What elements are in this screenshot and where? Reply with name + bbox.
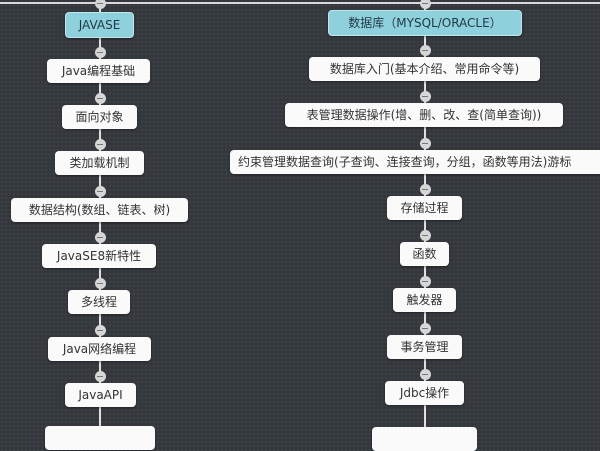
collapse-toggle-icon[interactable] [419, 369, 431, 380]
node-constraints-query[interactable]: 约束管理数据查询(子查询、连接查询，分组，函数等用法)游标 [230, 150, 600, 174]
node-java-network[interactable]: Java网络编程 [48, 337, 151, 361]
node-triggers[interactable]: 触发器 [393, 288, 456, 312]
node-database[interactable]: 数据库（MYSQL/ORACLE） [328, 10, 522, 36]
node-db-intro[interactable]: 数据库入门(基本介绍、常用命令等) [309, 57, 540, 81]
collapse-toggle-icon[interactable] [94, 232, 106, 243]
collapse-toggle-icon[interactable] [94, 278, 106, 289]
node-table-management[interactable]: 表管理数据操作(增、删、改、查(简单查询)) [285, 103, 563, 127]
collapse-toggle-icon[interactable] [94, 0, 106, 9]
node-functions[interactable]: 函数 [400, 242, 449, 266]
collapse-toggle-icon[interactable] [94, 371, 106, 382]
collapse-toggle-icon[interactable] [419, 138, 431, 149]
node-next-cut[interactable] [45, 426, 155, 450]
node-javase[interactable]: JAVASE [65, 12, 134, 38]
collapse-toggle-icon[interactable] [419, 0, 431, 9]
node-javase8[interactable]: JavaSE8新特性 [42, 244, 156, 268]
node-transactions[interactable]: 事务管理 [387, 335, 462, 359]
collapse-toggle-icon[interactable] [94, 139, 106, 150]
node-data-structures[interactable]: 数据结构(数组、链表、树) [11, 198, 188, 222]
collapse-toggle-icon[interactable] [419, 323, 431, 334]
collapse-toggle-icon[interactable] [419, 91, 431, 102]
node-oop[interactable]: 面向对象 [62, 105, 137, 129]
collapse-toggle-icon[interactable] [94, 93, 106, 104]
node-javaapi[interactable]: JavaAPI [65, 383, 136, 407]
node-stored-procedure[interactable]: 存储过程 [387, 196, 462, 220]
node-jdbc[interactable]: Jdbc操作 [385, 381, 464, 405]
parent-connector-line [0, 2, 600, 4]
collapse-toggle-icon[interactable] [419, 45, 431, 56]
node-multithreading[interactable]: 多线程 [68, 290, 130, 314]
collapse-toggle-icon[interactable] [94, 47, 106, 58]
collapse-toggle-icon[interactable] [419, 276, 431, 287]
collapse-toggle-icon[interactable] [94, 186, 106, 197]
node-classloading[interactable]: 类加载机制 [55, 151, 144, 175]
collapse-toggle-icon[interactable] [419, 184, 431, 195]
collapse-toggle-icon[interactable] [94, 325, 106, 336]
node-java-basics[interactable]: Java编程基础 [47, 59, 150, 83]
collapse-toggle-icon[interactable] [419, 230, 431, 241]
